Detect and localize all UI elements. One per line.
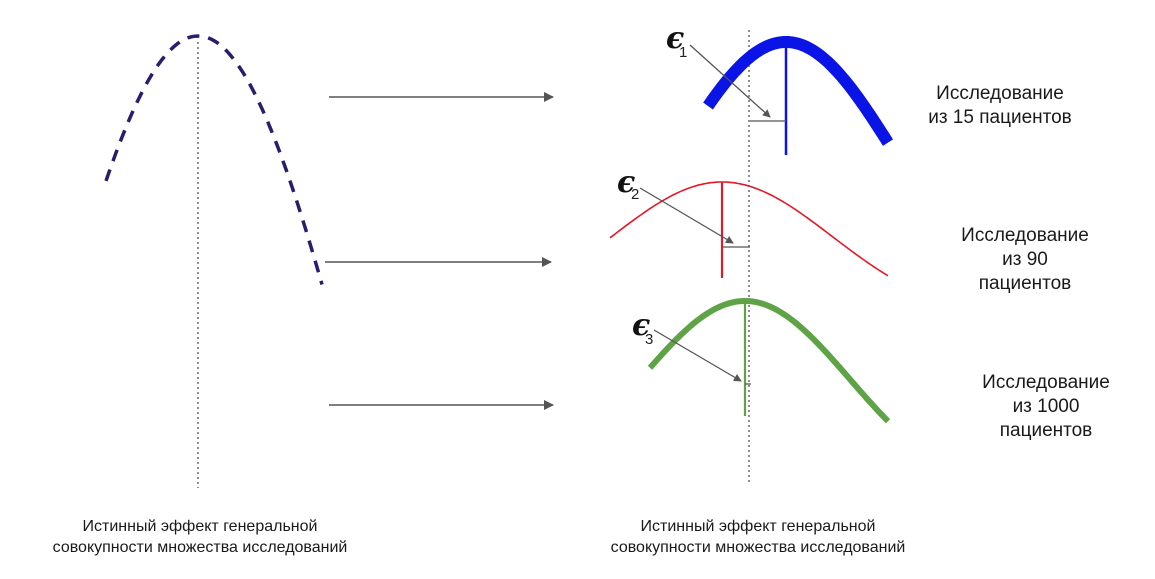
study-1-label-line2: из 15 пациентов xyxy=(928,107,1072,128)
left-caption: Истинный эффект генеральной совокупности… xyxy=(0,516,410,558)
study-2-error-index: 2 xyxy=(631,186,639,203)
study-3-label-line1: Исследование xyxy=(982,372,1110,393)
right-caption-line2: совокупности множества исследований xyxy=(610,539,906,556)
study-2-label: Исследование из 90 пациентов xyxy=(920,224,1130,296)
study-3-label: Исследование из 1000 пациентов xyxy=(941,371,1151,443)
study-2-error-pointer xyxy=(639,187,734,244)
study-2-error-symbol: ϵ xyxy=(617,165,635,200)
study-1-label: Исследование из 15 пациентов xyxy=(895,82,1105,130)
study-3-error-symbol: ϵ xyxy=(632,308,650,343)
study-2-label-line1: Исследование xyxy=(961,225,1089,246)
left-caption-line1: Истинный эффект генеральной xyxy=(82,518,318,535)
study-2-curve xyxy=(609,181,889,277)
study-1-label-line1: Исследование xyxy=(936,83,1064,104)
right-caption: Истинный эффект генеральной совокупности… xyxy=(548,516,968,558)
study-1-error-pointer xyxy=(689,44,771,118)
study-3-label-line3: пациентов xyxy=(999,420,1093,441)
study-2-label-line2: из 90 xyxy=(1002,249,1048,270)
study-3-curve xyxy=(647,298,891,424)
population-curve xyxy=(104,34,324,285)
study-1-curve xyxy=(703,36,894,146)
study-1-error-symbol: ϵ xyxy=(666,21,684,56)
study-2-label-line3: пациентов xyxy=(978,273,1072,294)
study-3-label-line2: из 1000 xyxy=(1012,396,1080,417)
right-caption-line1: Истинный эффект генеральной xyxy=(640,518,876,535)
study-3-error-pointer xyxy=(653,329,742,382)
study-3-error-index: 3 xyxy=(645,331,653,348)
left-caption-line2: совокупности множества исследований xyxy=(52,539,348,556)
study-1-error-index: 1 xyxy=(679,44,687,61)
